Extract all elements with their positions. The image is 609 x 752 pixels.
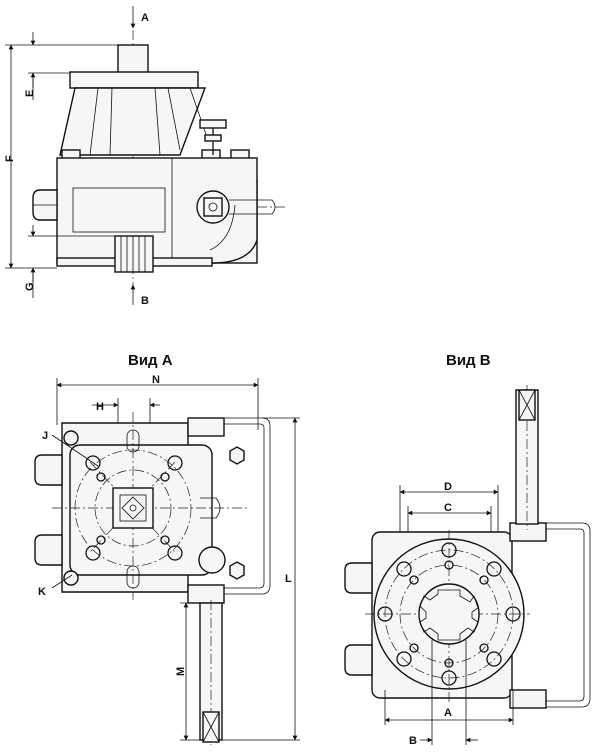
side-view bbox=[5, 6, 285, 305]
dim-label-n: N bbox=[152, 374, 160, 386]
dim-label-l: L bbox=[285, 573, 292, 585]
dim-label-c: C bbox=[444, 502, 452, 514]
dim-label-d: D bbox=[444, 481, 452, 493]
dim-label-h: H bbox=[96, 401, 104, 413]
view-b bbox=[344, 385, 591, 745]
dim-label-a: A bbox=[444, 707, 452, 719]
dim-label-j: J bbox=[42, 430, 48, 442]
dim-label-g: G bbox=[24, 282, 36, 291]
view-a-title: Вид А bbox=[128, 352, 173, 369]
dim-label-m: M bbox=[175, 667, 187, 676]
dim-label-e: E bbox=[24, 90, 36, 97]
view-b-title: Вид В bbox=[446, 352, 491, 369]
view-a bbox=[34, 378, 300, 745]
dim-label-f: F bbox=[4, 155, 16, 162]
arrow-label-a: A bbox=[141, 12, 149, 24]
dim-label-b: B bbox=[409, 735, 417, 747]
arrow-label-b: B bbox=[141, 295, 149, 307]
dim-label-k: K bbox=[38, 586, 46, 598]
